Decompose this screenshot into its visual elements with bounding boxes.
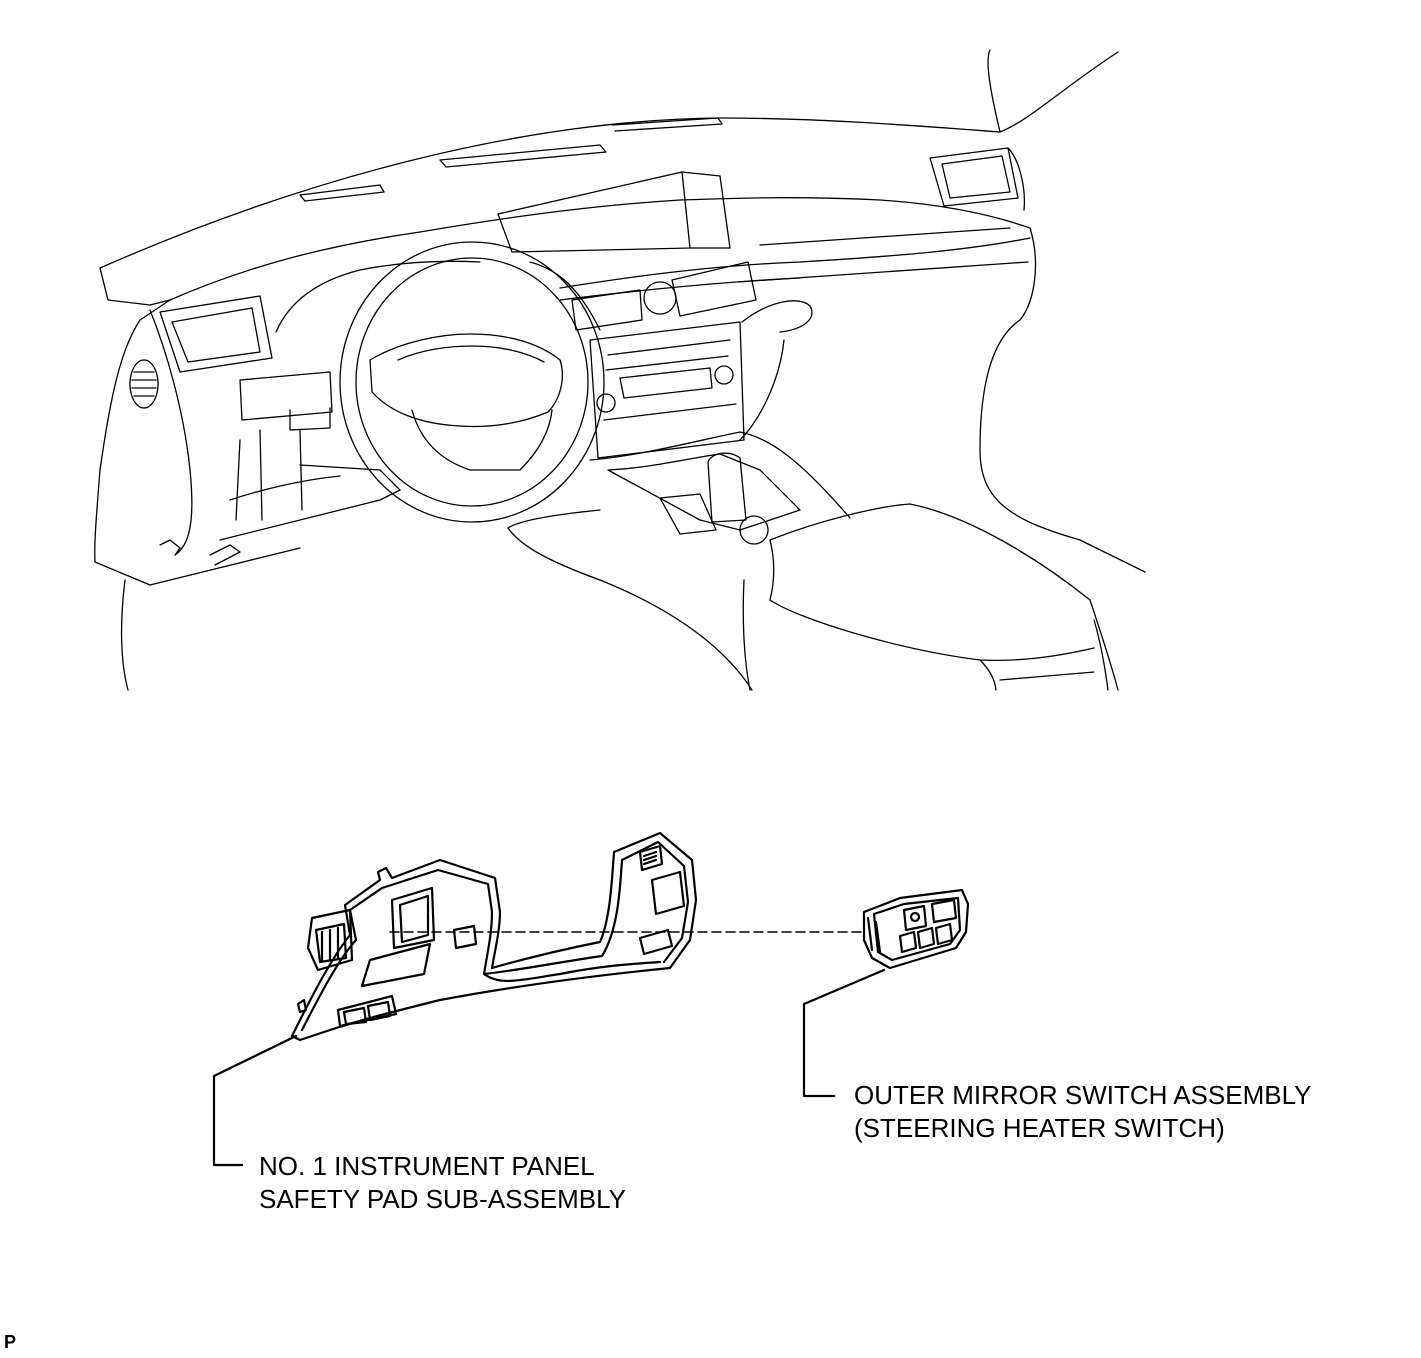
mirror-switch-label-line2: (STEERING HEATER SWITCH): [854, 1113, 1225, 1143]
mirror-switch-callout-label: OUTER MIRROR SWITCH ASSEMBLY (STEERING H…: [854, 1079, 1311, 1145]
safety-pad-label-line2: SAFETY PAD SUB-ASSEMBLY: [259, 1184, 626, 1214]
mirror-switch-part-illustration: [864, 890, 968, 968]
dashboard-overview-illustration: [95, 50, 1145, 690]
safety-pad-label-line1: NO. 1 INSTRUMENT PANEL: [259, 1151, 595, 1181]
mirror-switch-leader-line: [804, 970, 884, 1096]
safety-pad-leader-line: [214, 1036, 296, 1165]
corner-mark: P: [4, 1332, 17, 1352]
safety-pad-part-illustration: [292, 833, 696, 1040]
mirror-switch-label-line1: OUTER MIRROR SWITCH ASSEMBLY: [854, 1080, 1312, 1110]
safety-pad-callout-label: NO. 1 INSTRUMENT PANEL SAFETY PAD SUB-AS…: [259, 1150, 626, 1216]
